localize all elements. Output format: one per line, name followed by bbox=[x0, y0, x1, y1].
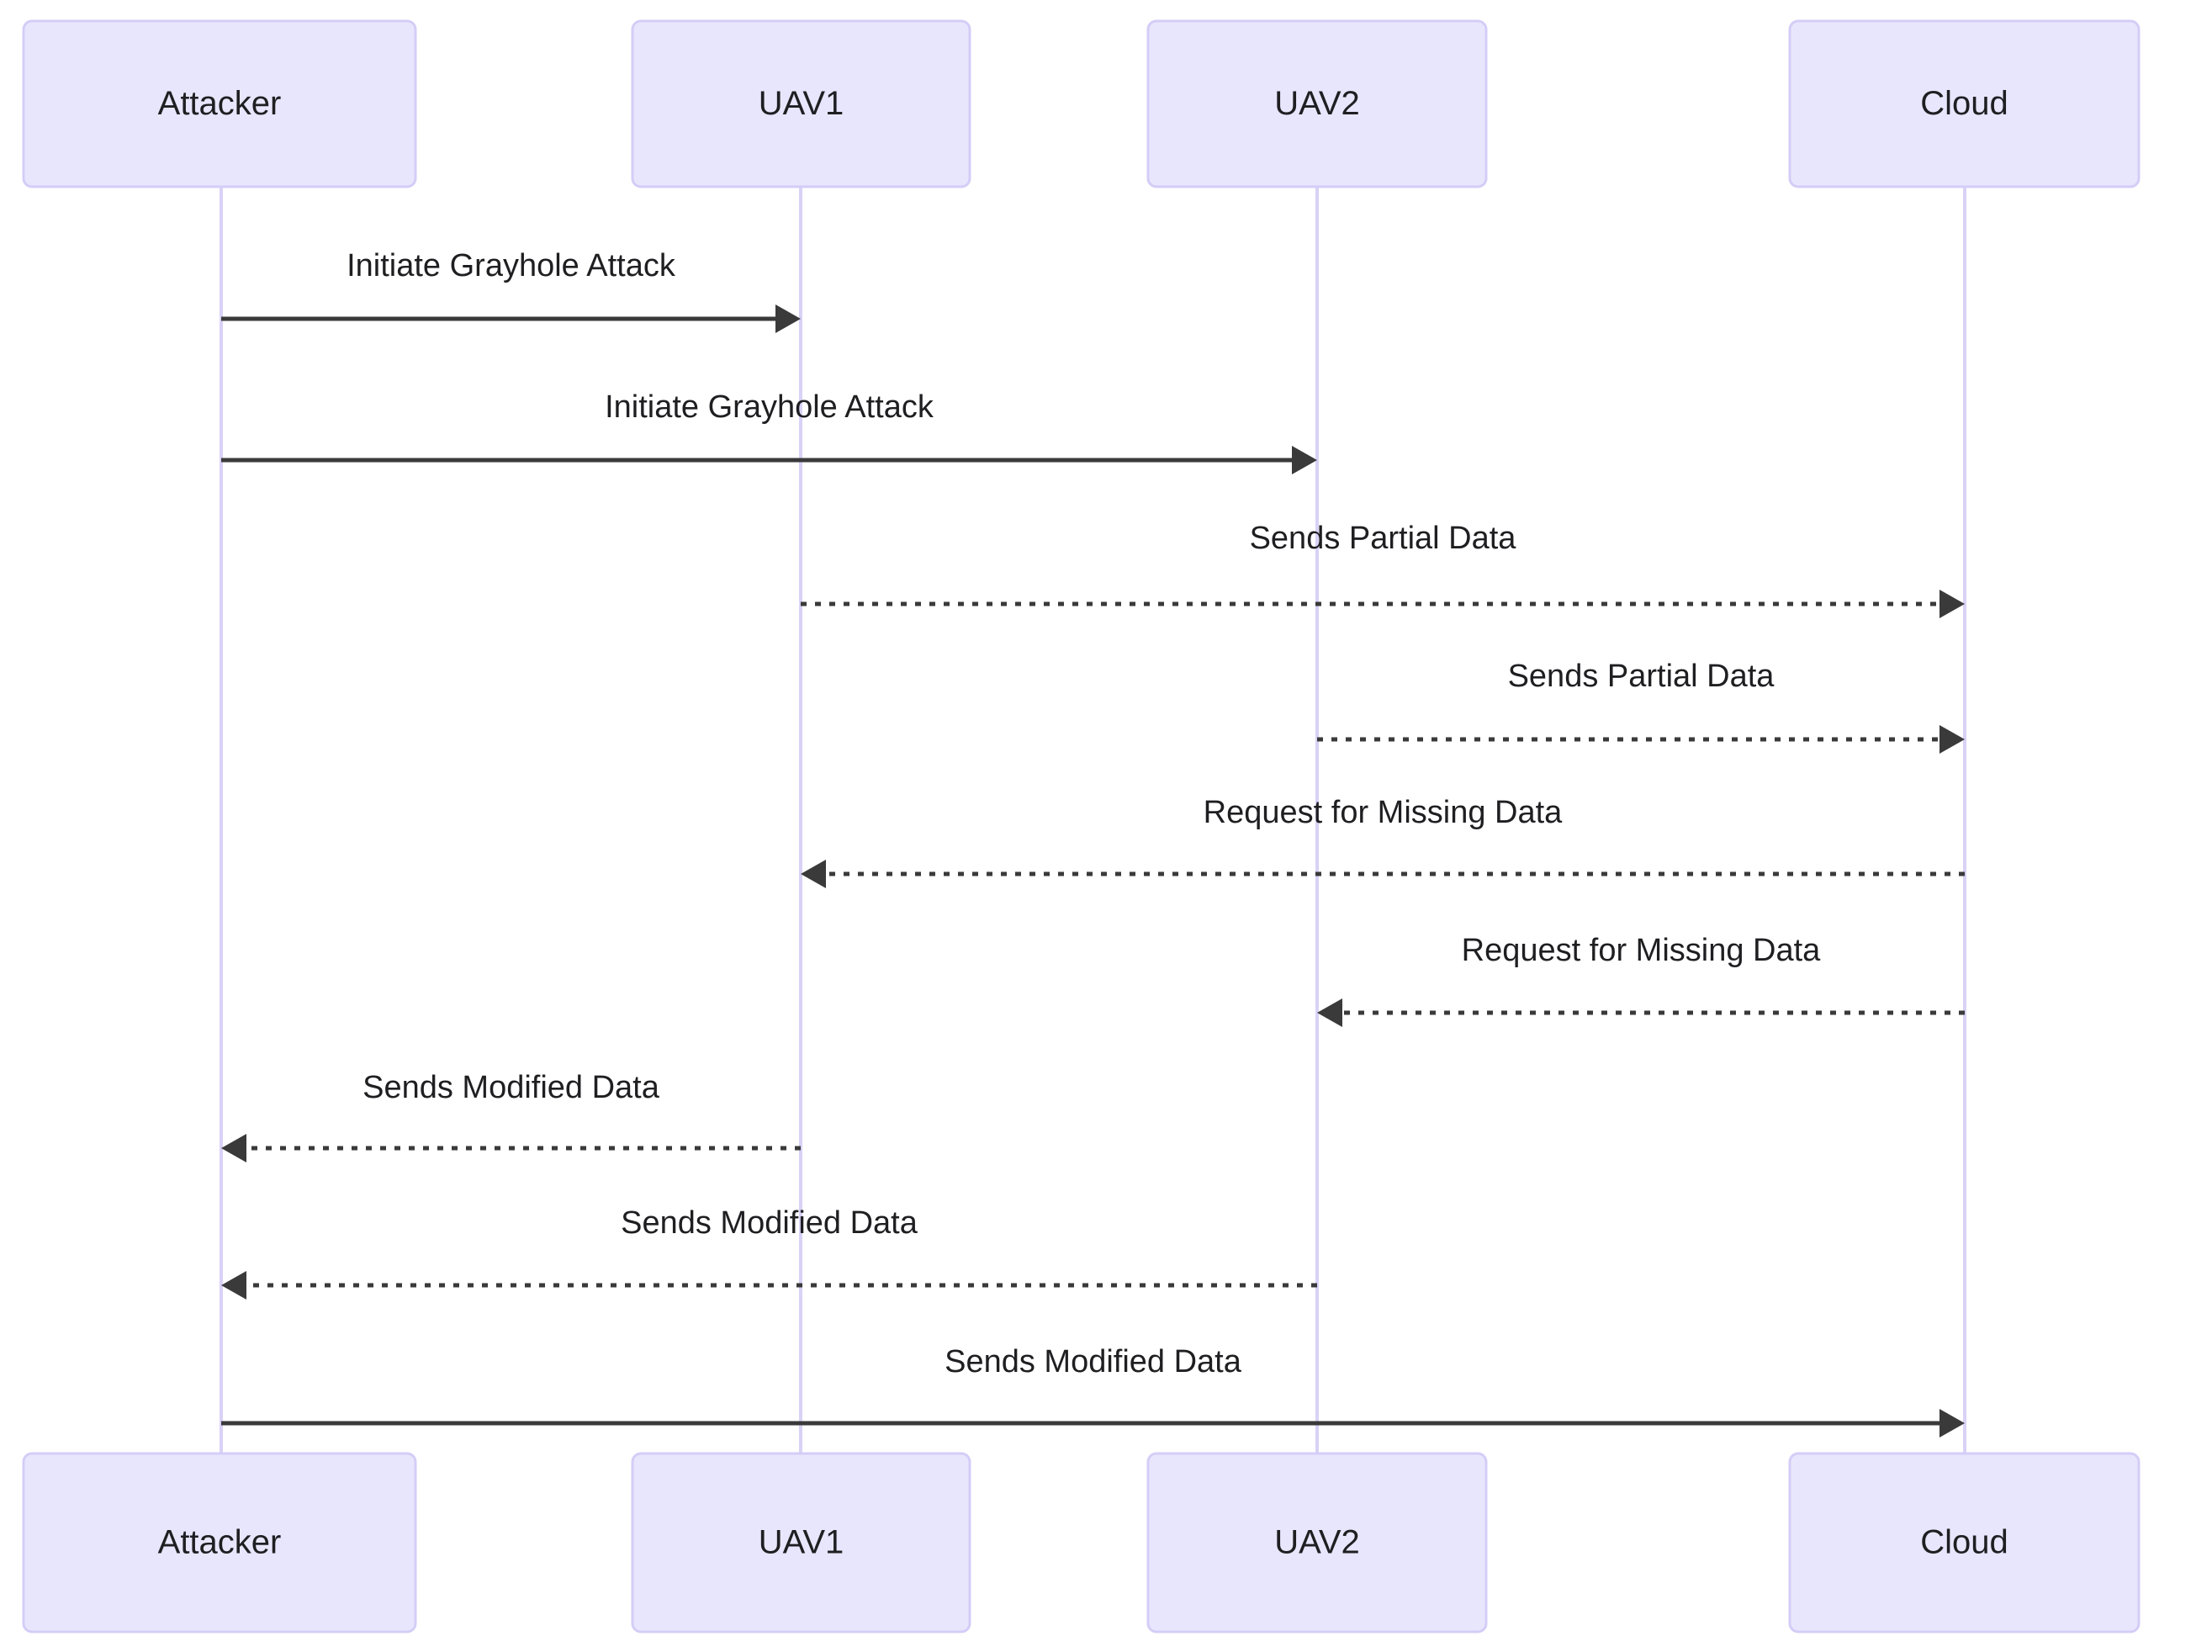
actor-uav2-top[interactable]: UAV2 bbox=[1146, 19, 1488, 188]
actor-box-uav1-bottom[interactable] bbox=[631, 1452, 971, 1633]
actor-box-cloud-top[interactable] bbox=[1788, 19, 2141, 188]
actor-label-uav1-bottom: UAV1 bbox=[759, 1524, 844, 1561]
actor-attacker-top[interactable]: Attacker bbox=[22, 19, 417, 188]
actor-cloud-bottom[interactable]: Cloud bbox=[1788, 1452, 2141, 1633]
message-arrowhead-9 bbox=[1939, 1409, 1965, 1438]
actor-boxes-top-group: Attacker UAV1 UAV2 Cloud bbox=[22, 19, 2141, 188]
actor-box-uav1-top[interactable] bbox=[631, 19, 971, 188]
message-label-5: Request for Missing Data bbox=[1204, 795, 1563, 830]
message-arrowhead-3 bbox=[1939, 590, 1965, 618]
actor-uav1-top[interactable]: UAV1 bbox=[631, 19, 971, 188]
actor-label-attacker-bottom: Attacker bbox=[158, 1524, 282, 1561]
message-2-attacker-to-uav2[interactable]: Initiate Grayhole Attack bbox=[221, 389, 1317, 474]
actor-label-attacker-top: Attacker bbox=[158, 85, 282, 122]
actor-label-cloud-top: Cloud bbox=[1920, 85, 2008, 122]
message-label-2: Initiate Grayhole Attack bbox=[605, 389, 934, 425]
message-arrowhead-2 bbox=[1292, 446, 1317, 474]
message-1-attacker-to-uav1[interactable]: Initiate Grayhole Attack bbox=[221, 248, 801, 333]
message-arrowhead-5 bbox=[801, 860, 826, 888]
actor-attacker-bottom[interactable]: Attacker bbox=[22, 1452, 417, 1633]
message-8-uav2-to-attacker[interactable]: Sends Modified Data bbox=[221, 1205, 1317, 1300]
actor-uav2-bottom[interactable]: UAV2 bbox=[1146, 1452, 1488, 1633]
actor-uav1-bottom[interactable]: UAV1 bbox=[631, 1452, 971, 1633]
actor-label-uav2-top: UAV2 bbox=[1274, 85, 1360, 122]
message-label-3: Sends Partial Data bbox=[1250, 521, 1517, 556]
actor-label-uav2-bottom: UAV2 bbox=[1274, 1524, 1360, 1561]
message-4-uav2-to-cloud[interactable]: Sends Partial Data bbox=[1317, 659, 1965, 754]
message-arrowhead-1 bbox=[775, 304, 801, 333]
message-arrowhead-7 bbox=[221, 1134, 246, 1162]
actor-box-attacker-top[interactable] bbox=[22, 19, 417, 188]
actor-label-uav1-top: UAV1 bbox=[759, 85, 844, 122]
actor-cloud-top[interactable]: Cloud bbox=[1788, 19, 2141, 188]
actor-box-cloud-bottom[interactable] bbox=[1788, 1452, 2141, 1633]
actor-box-attacker-bottom[interactable] bbox=[22, 1452, 417, 1633]
message-3-uav1-to-cloud[interactable]: Sends Partial Data bbox=[801, 521, 1965, 618]
message-label-4: Sends Partial Data bbox=[1508, 659, 1775, 694]
message-7-uav1-to-attacker[interactable]: Sends Modified Data bbox=[221, 1070, 801, 1162]
message-arrowhead-8 bbox=[221, 1271, 246, 1300]
message-6-cloud-to-uav2[interactable]: Request for Missing Data bbox=[1317, 933, 1965, 1027]
actor-boxes-bottom-group: Attacker UAV1 UAV2 Cloud bbox=[22, 1452, 2141, 1633]
message-label-6: Request for Missing Data bbox=[1462, 933, 1821, 968]
message-arrowhead-4 bbox=[1939, 725, 1965, 754]
actor-box-uav2-bottom[interactable] bbox=[1146, 1452, 1488, 1633]
message-5-cloud-to-uav1[interactable]: Request for Missing Data bbox=[801, 795, 1965, 888]
message-label-9: Sends Modified Data bbox=[945, 1344, 1242, 1379]
message-arrowhead-6 bbox=[1317, 998, 1342, 1027]
message-label-8: Sends Modified Data bbox=[621, 1205, 918, 1241]
message-label-1: Initiate Grayhole Attack bbox=[347, 248, 676, 283]
actor-box-uav2-top[interactable] bbox=[1146, 19, 1488, 188]
message-label-7: Sends Modified Data bbox=[362, 1070, 660, 1105]
actor-label-cloud-bottom: Cloud bbox=[1920, 1524, 2008, 1561]
lifelines-group bbox=[220, 187, 1966, 1453]
message-9-attacker-to-cloud[interactable]: Sends Modified Data bbox=[221, 1344, 1965, 1438]
